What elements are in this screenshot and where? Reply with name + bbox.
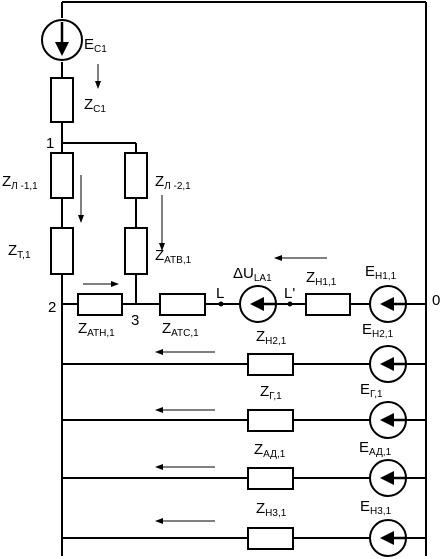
label-en31: EН3,1 [360, 498, 392, 517]
label-zatn: ZАТН,1 [78, 320, 115, 339]
label-dula: ΔULA1 [233, 265, 272, 284]
resistor-zn21 [247, 353, 294, 376]
junction-dot-L [218, 301, 224, 307]
source-en11 [369, 285, 407, 323]
resistor-zad1 [247, 467, 294, 490]
resistor-zatc [159, 293, 206, 316]
label-zatv: ZАТВ,1 [155, 247, 192, 266]
resistor-zc1 [50, 77, 74, 123]
label-zc1: ZC1 [84, 96, 106, 115]
source-dula [239, 285, 277, 323]
label-en11: EН1,1 [365, 263, 397, 282]
label-zl21: ZЛ -2,1 [155, 173, 191, 192]
label-zn21: ZН2,1 [256, 328, 287, 347]
source-ec1 [41, 19, 83, 61]
node-1-label: 1 [46, 135, 54, 152]
node-2-label: 2 [48, 299, 56, 316]
label-zg1: ZГ,1 [260, 383, 282, 402]
node-3-label: 3 [131, 312, 139, 329]
label-zn11: ZН1,1 [306, 269, 337, 288]
source-en31 [369, 519, 407, 557]
junction-dot-Lp [287, 301, 293, 307]
source-en21 [369, 345, 407, 383]
resistor-zg1 [247, 409, 294, 432]
source-ead1 [369, 459, 407, 497]
label-en21: EН2,1 [362, 321, 394, 340]
current-arrows [78, 64, 327, 524]
label-ead1: EАД,1 [359, 439, 392, 458]
label-zn31: ZН3,1 [256, 500, 287, 519]
resistor-zt1 [50, 227, 74, 275]
label-zt1: ZT,1 [8, 242, 31, 261]
label-zatc: ZАТС,1 [162, 320, 199, 339]
resistor-zn31 [247, 527, 294, 550]
wires [61, 1, 427, 556]
resistor-zl21 [124, 152, 148, 199]
label-zad1: ZАД,1 [254, 441, 286, 460]
node-0-label: 0 [432, 292, 440, 309]
label-zl11: ZЛ -1,1 [2, 173, 38, 192]
resistor-zatv [124, 227, 148, 275]
resistor-zatn [77, 293, 123, 316]
node-L-label: L [216, 285, 224, 302]
label-ec1: EC1 [84, 36, 107, 55]
node-Lp-label: L' [284, 285, 295, 302]
resistor-zl11 [50, 152, 74, 199]
resistor-zn11 [305, 293, 351, 316]
source-eg1 [369, 401, 407, 439]
label-eg1: EГ,1 [360, 381, 383, 400]
